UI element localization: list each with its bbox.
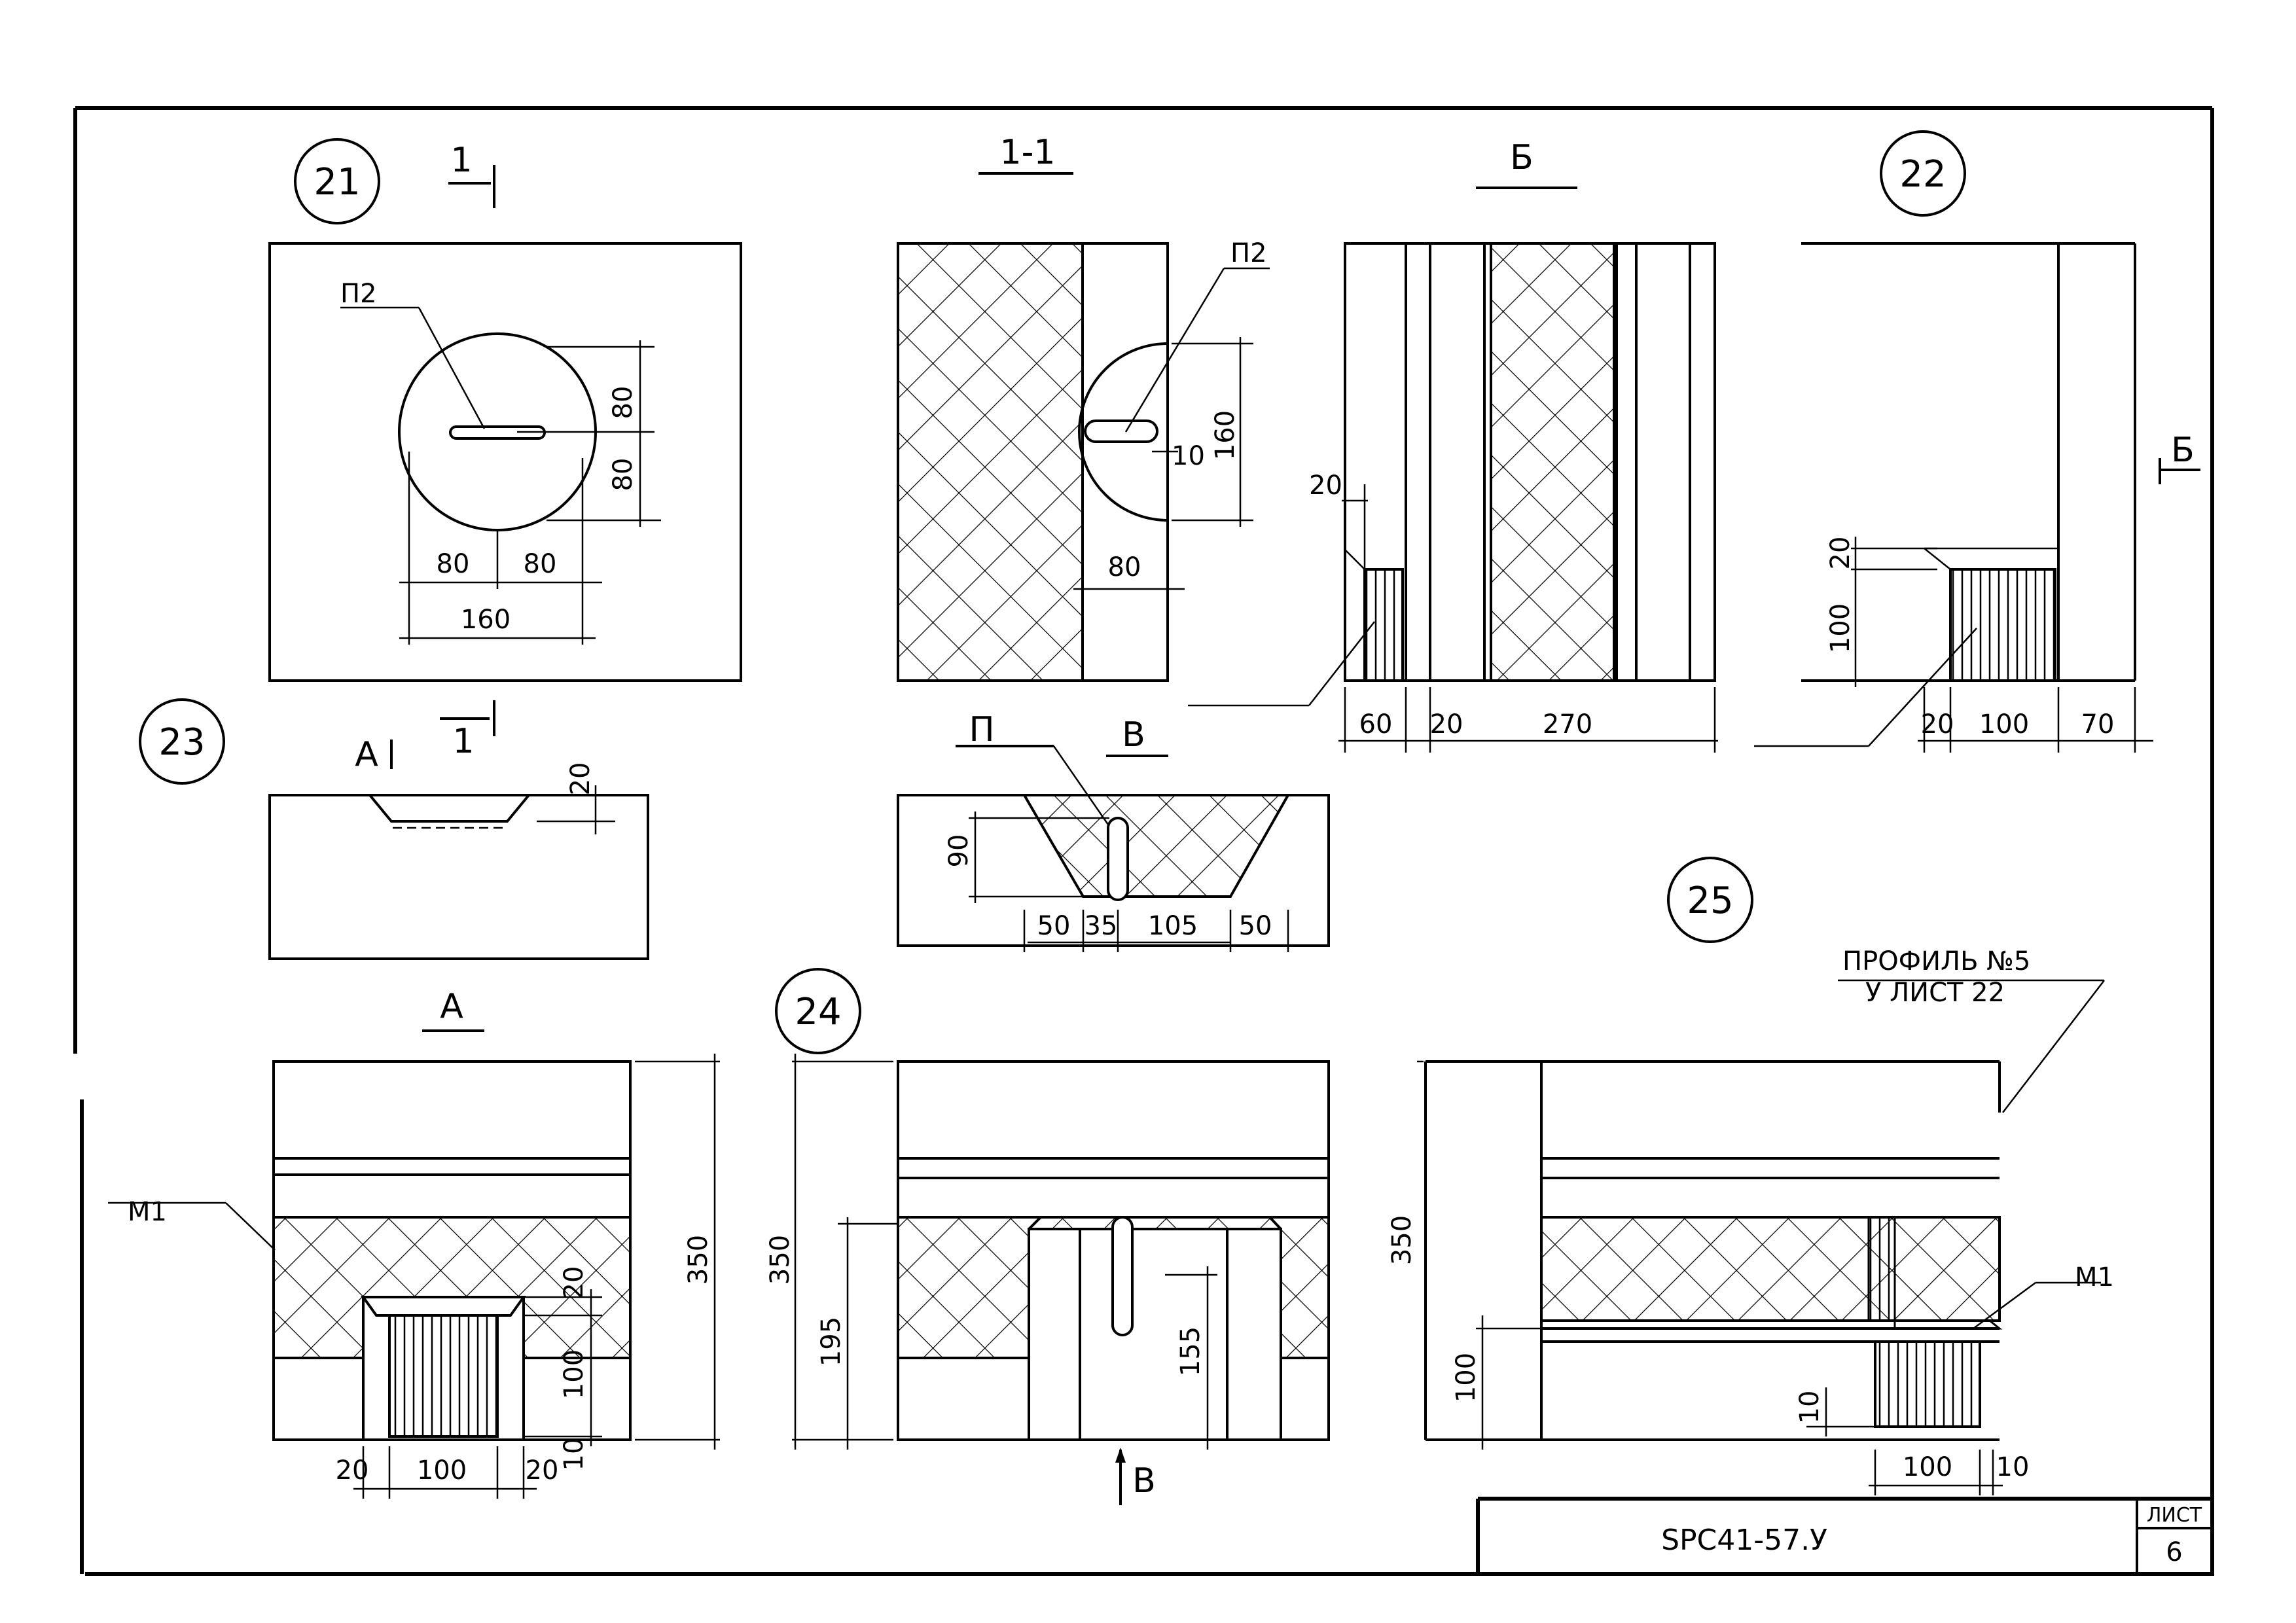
dim-20-e: 20 <box>1921 709 1954 740</box>
sheet-label: ЛИСТ <box>2147 1504 2202 1527</box>
label-p: П <box>969 710 994 749</box>
sheet-border <box>73 106 2214 1576</box>
dim-350-c: 350 <box>1387 1215 1417 1265</box>
section-1-1-title: 1-1 <box>1000 133 1056 172</box>
arrow-v-label: В <box>1132 1461 1156 1501</box>
dim-80-c: 80 <box>437 549 470 579</box>
view-23: 23 А 20 <box>139 698 649 960</box>
dim-20-f: 20 <box>565 762 596 796</box>
dim-100-a: 100 <box>1825 603 1856 653</box>
dim-20-h: 20 <box>336 1455 369 1486</box>
dim-10-c: 10 <box>1795 1391 1825 1424</box>
dim-50-a: 50 <box>1037 911 1071 941</box>
cut-1-bottom-label: 1 <box>452 722 474 761</box>
dim-155: 155 <box>1175 1327 1206 1376</box>
dim-20-c: 20 <box>1430 709 1463 740</box>
dim-20-g: 20 <box>559 1266 589 1300</box>
dim-10-d: 10 <box>1996 1452 2030 1482</box>
dim-100-e: 100 <box>1451 1353 1481 1402</box>
view-24-number: 24 <box>795 991 841 1033</box>
dim-80-a: 80 <box>608 386 638 419</box>
dim-20-b: 20 <box>1309 471 1342 501</box>
dim-20-d: 20 <box>1825 537 1856 570</box>
label-m1-a: М1 <box>128 1197 167 1227</box>
dim-70: 70 <box>2081 709 2115 740</box>
dim-100-c: 100 <box>559 1349 589 1399</box>
label-p2-11: П2 <box>1230 238 1267 268</box>
dim-350-b: 350 <box>765 1235 795 1285</box>
dim-100-f: 100 <box>1903 1452 1952 1482</box>
view-25-number: 25 <box>1687 880 1733 922</box>
dim-10-a: 10 <box>1172 441 1205 471</box>
sheet-number: 6 <box>2166 1537 2182 1567</box>
title-block: SPC41-57.У ЛИСТ 6 <box>1476 1497 2212 1574</box>
dim-35: 35 <box>1085 911 1118 941</box>
label-p2-21: П2 <box>340 279 377 309</box>
view-21-number: 21 <box>314 161 360 204</box>
dim-100-b: 100 <box>1979 709 2029 740</box>
dim-50-b: 50 <box>1239 911 1272 941</box>
view-24: 24 350 195 155 В <box>765 968 1330 1505</box>
profile-label-1: ПРОФИЛЬ №5 <box>1842 946 2030 976</box>
dim-105: 105 <box>1148 911 1198 941</box>
view-v-title: В <box>1122 715 1145 755</box>
view-23-number: 23 <box>158 721 205 764</box>
cut-1-top-label: 1 <box>450 141 472 180</box>
label-m1-25: М1 <box>2075 1262 2114 1293</box>
dim-270: 270 <box>1543 709 1592 740</box>
view-25: 25 ПРОФИЛЬ №5 У ЛИСТ 22 М1 350 100 10 10… <box>1387 857 2114 1495</box>
view-a-title: А <box>440 987 463 1026</box>
profile-label-2: У ЛИСТ 22 <box>1865 978 2005 1008</box>
section-1-1: 1-1 П2 160 10 80 <box>897 133 1270 682</box>
view-22-number: 22 <box>1899 153 1946 196</box>
dim-10-b: 10 <box>559 1438 589 1471</box>
dim-195: 195 <box>816 1317 846 1366</box>
dim-80-e: 80 <box>1108 552 1141 582</box>
dim-100-d: 100 <box>417 1455 467 1486</box>
view-21: 21 1 П2 80 80 80 80 160 1 <box>268 138 742 761</box>
arrow-b-label: Б <box>2171 431 2195 470</box>
arrow-a-label: А <box>355 735 378 774</box>
view-v: П В 90 50 35 105 50 <box>897 710 1330 952</box>
view-b-title: Б <box>1510 138 1534 177</box>
dim-80-d: 80 <box>524 549 557 579</box>
view-a: А М1 350 20 100 10 20 100 20 <box>108 987 720 1499</box>
drawing-code: SPC41-57.У <box>1661 1524 1827 1557</box>
dim-350-a: 350 <box>683 1235 713 1285</box>
dim-160-a: 160 <box>461 605 511 635</box>
dim-160-b: 160 <box>1210 410 1240 460</box>
dim-60: 60 <box>1359 709 1393 740</box>
dim-90: 90 <box>944 834 974 868</box>
view-b: Б 20 60 20 270 <box>1188 138 1718 753</box>
dim-20-i: 20 <box>526 1455 559 1486</box>
dim-80-b: 80 <box>608 458 638 491</box>
view-22: 22 20 100 20 100 70 Б <box>1754 130 2200 753</box>
